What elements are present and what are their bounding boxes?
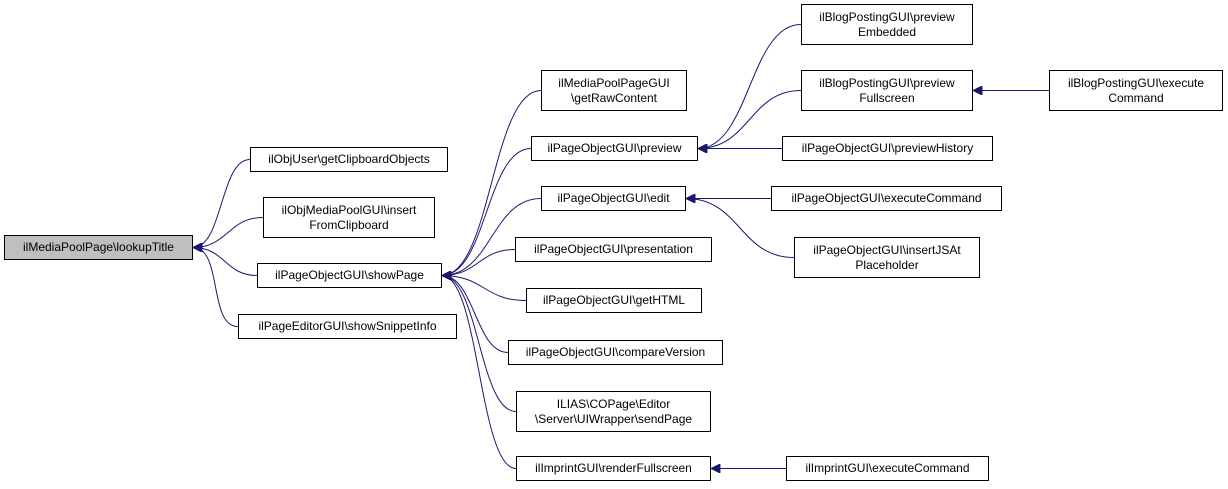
- node-ilblogpostinggui-executecommand[interactable]: ilBlogPostingGUI\execute Command: [1049, 70, 1223, 111]
- node-label-line-2: Placeholder: [855, 257, 919, 272]
- node-ilpageobjectgui-preview[interactable]: ilPageObjectGUI\preview: [531, 136, 698, 161]
- node-ilmediapoolpagegui-getrawcontent[interactable]: ilMediaPoolPageGUI \getRawContent: [541, 70, 687, 111]
- edge-edit-to-show: [442, 198, 542, 276]
- node-label: ilPageObjectGUI\compareVersion: [525, 345, 706, 359]
- node-label: ilPageObjectGUI\previewHistory: [801, 141, 974, 155]
- node-label-line-1: ilBlogPostingGUI\preview: [819, 75, 955, 90]
- node-label: ilImprintGUI\executeCommand: [805, 461, 970, 475]
- node-label-line-1: ilMediaPoolPageGUI: [558, 75, 670, 90]
- node-ilpageobjectgui-executecommand[interactable]: ilPageObjectGUI\executeCommand: [771, 186, 1002, 211]
- node-ilias-copage-editor-uiwrapper-sendpage[interactable]: ILIAS\COPage\Editor \Server\UIWrapper\se…: [516, 391, 711, 432]
- node-ilblogpostinggui-previewembedded[interactable]: ilBlogPostingGUI\preview Embedded: [801, 4, 973, 45]
- node-label: ilPageObjectGUI\presentation: [534, 242, 693, 256]
- node-label: ilObjUser\getClipboardObjects: [268, 152, 430, 166]
- edge-compare-to-show: [442, 276, 509, 353]
- node-ilblogpostinggui-previewfullscreen[interactable]: ilBlogPostingGUI\preview Fullscreen: [801, 70, 973, 111]
- node-label-line-2: Command: [1108, 90, 1164, 105]
- node-label: ilMediaPoolPage\lookupTitle: [23, 240, 174, 254]
- edge-insert-to-root: [193, 217, 264, 248]
- node-ilpageobjectgui-previewhistory[interactable]: ilPageObjectGUI\previewHistory: [782, 136, 993, 161]
- edge-blogemb-to-preview: [698, 24, 802, 149]
- node-label: ilPageObjectGUI\preview: [547, 141, 682, 155]
- node-label-line-2: FromClipboard: [309, 217, 389, 232]
- node-ilimprintgui-executecommand[interactable]: ilImprintGUI\executeCommand: [786, 456, 989, 481]
- node-label-line-2: Embedded: [857, 24, 917, 39]
- edge-present-to-show: [442, 249, 516, 276]
- edge-preview-to-show: [442, 148, 532, 276]
- node-ilimprintgui-renderfullscreen[interactable]: ilImprintGUI\renderFullscreen: [516, 456, 711, 481]
- edge-gethtml-to-show: [442, 276, 527, 301]
- node-label-line-2: \getRawContent: [570, 90, 658, 105]
- edge-uiwrap-to-show: [442, 276, 517, 412]
- node-ilpageobjectgui-insertjsatplaceholder[interactable]: ilPageObjectGUI\insertJSAt Placeholder: [794, 237, 980, 278]
- node-label: ilPageObjectGUI\getHTML: [542, 293, 686, 307]
- edge-jsat-to-edit: [686, 199, 795, 258]
- node-label-line-2: Fullscreen: [859, 90, 915, 105]
- node-label: ilPageObjectGUI\executeCommand: [791, 191, 982, 205]
- edge-blogfull-to-preview: [698, 90, 802, 149]
- node-ilobjuser-getclipboardobjects[interactable]: ilObjUser\getClipboardObjects: [250, 147, 448, 172]
- node-ilpageobjectgui-edit[interactable]: ilPageObjectGUI\edit: [541, 186, 686, 211]
- node-ilpageobjectgui-compareversion[interactable]: ilPageObjectGUI\compareVersion: [508, 340, 723, 365]
- node-ilpageeditorgui-showsnippetinfo[interactable]: ilPageEditorGUI\showSnippetInfo: [238, 314, 457, 339]
- node-ilpageobjectgui-showpage[interactable]: ilPageObjectGUI\showPage: [257, 263, 442, 288]
- edge-clip-to-root: [193, 159, 251, 248]
- node-label: ilPageEditorGUI\showSnippetInfo: [258, 319, 437, 333]
- node-ilobjmediapoolgui-insertfromclipboard[interactable]: ilObjMediaPoolGUI\insert FromClipboard: [263, 197, 435, 238]
- node-label: ilPageObjectGUI\edit: [557, 191, 670, 205]
- edge-snippet-to-root: [193, 248, 239, 327]
- edge-raw-to-show: [442, 90, 542, 276]
- node-ilpageobjectgui-presentation[interactable]: ilPageObjectGUI\presentation: [515, 237, 712, 262]
- node-label-line-1: ILIAS\COPage\Editor: [556, 396, 671, 411]
- node-ilmediapoolpage-lookuptitle: ilMediaPoolPage\lookupTitle: [4, 235, 193, 260]
- node-label-line-1: ilBlogPostingGUI\preview: [819, 9, 955, 24]
- node-ilpageobjectgui-gethtml[interactable]: ilPageObjectGUI\getHTML: [526, 288, 702, 313]
- node-label-line-1: ilBlogPostingGUI\execute: [1067, 75, 1205, 90]
- node-label-line-2: \Server\UIWrapper\sendPage: [534, 411, 693, 426]
- node-label-line-1: ilPageObjectGUI\insertJSAt: [813, 242, 961, 257]
- node-label: ilImprintGUI\renderFullscreen: [535, 461, 692, 475]
- node-label: ilPageObjectGUI\showPage: [275, 268, 424, 282]
- node-label-line-1: ilObjMediaPoolGUI\insert: [281, 202, 417, 217]
- edge-imprint-to-show: [442, 276, 517, 469]
